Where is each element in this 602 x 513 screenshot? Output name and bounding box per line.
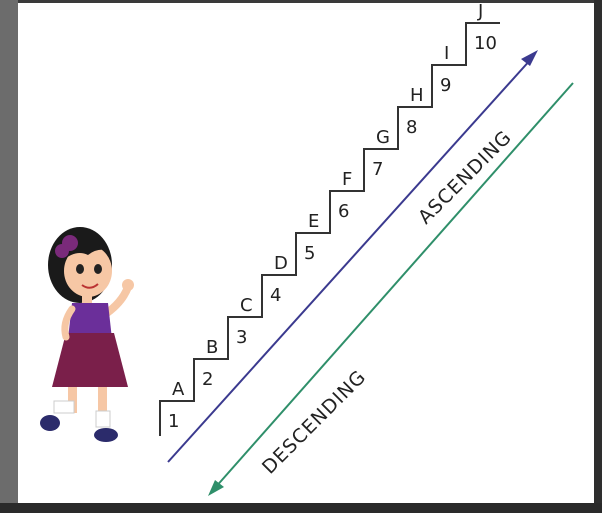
staircase-outline [159,22,500,436]
girl-illustration [40,227,134,442]
step-number-3: 3 [236,327,247,348]
step-letter-e: E [308,211,319,232]
step-letter-i: I [444,43,449,64]
descending-label: DESCENDING [258,366,371,479]
step-letter-j: J [477,3,483,22]
step-number-7: 7 [372,159,383,180]
step-number-2: 2 [202,369,213,390]
ascending-arrowhead [521,50,538,66]
step-number-5: 5 [304,243,315,264]
ascending-arrow [167,57,533,463]
step-letter-c: C [240,295,253,316]
ascending-label: ASCENDING [414,126,516,228]
descending-arrowhead [208,480,224,496]
step-number-8: 8 [406,117,417,138]
step-number-1: 1 [168,411,179,432]
frame-right-border [594,0,602,513]
step-letter-b: B [206,337,218,358]
step-number-10: 10 [474,33,497,54]
frame-left-border [0,0,18,513]
step-letter-d: D [274,253,288,274]
step-letter-h: H [410,85,424,106]
step-number-9: 9 [440,75,451,96]
step-letter-g: G [376,127,390,148]
step-number-4: 4 [270,285,281,306]
descending-arrow [213,82,574,490]
step-number-6: 6 [338,201,349,222]
frame-bottom-border [0,503,602,513]
step-letter-a: A [172,379,185,400]
step-letter-f: F [342,169,352,190]
